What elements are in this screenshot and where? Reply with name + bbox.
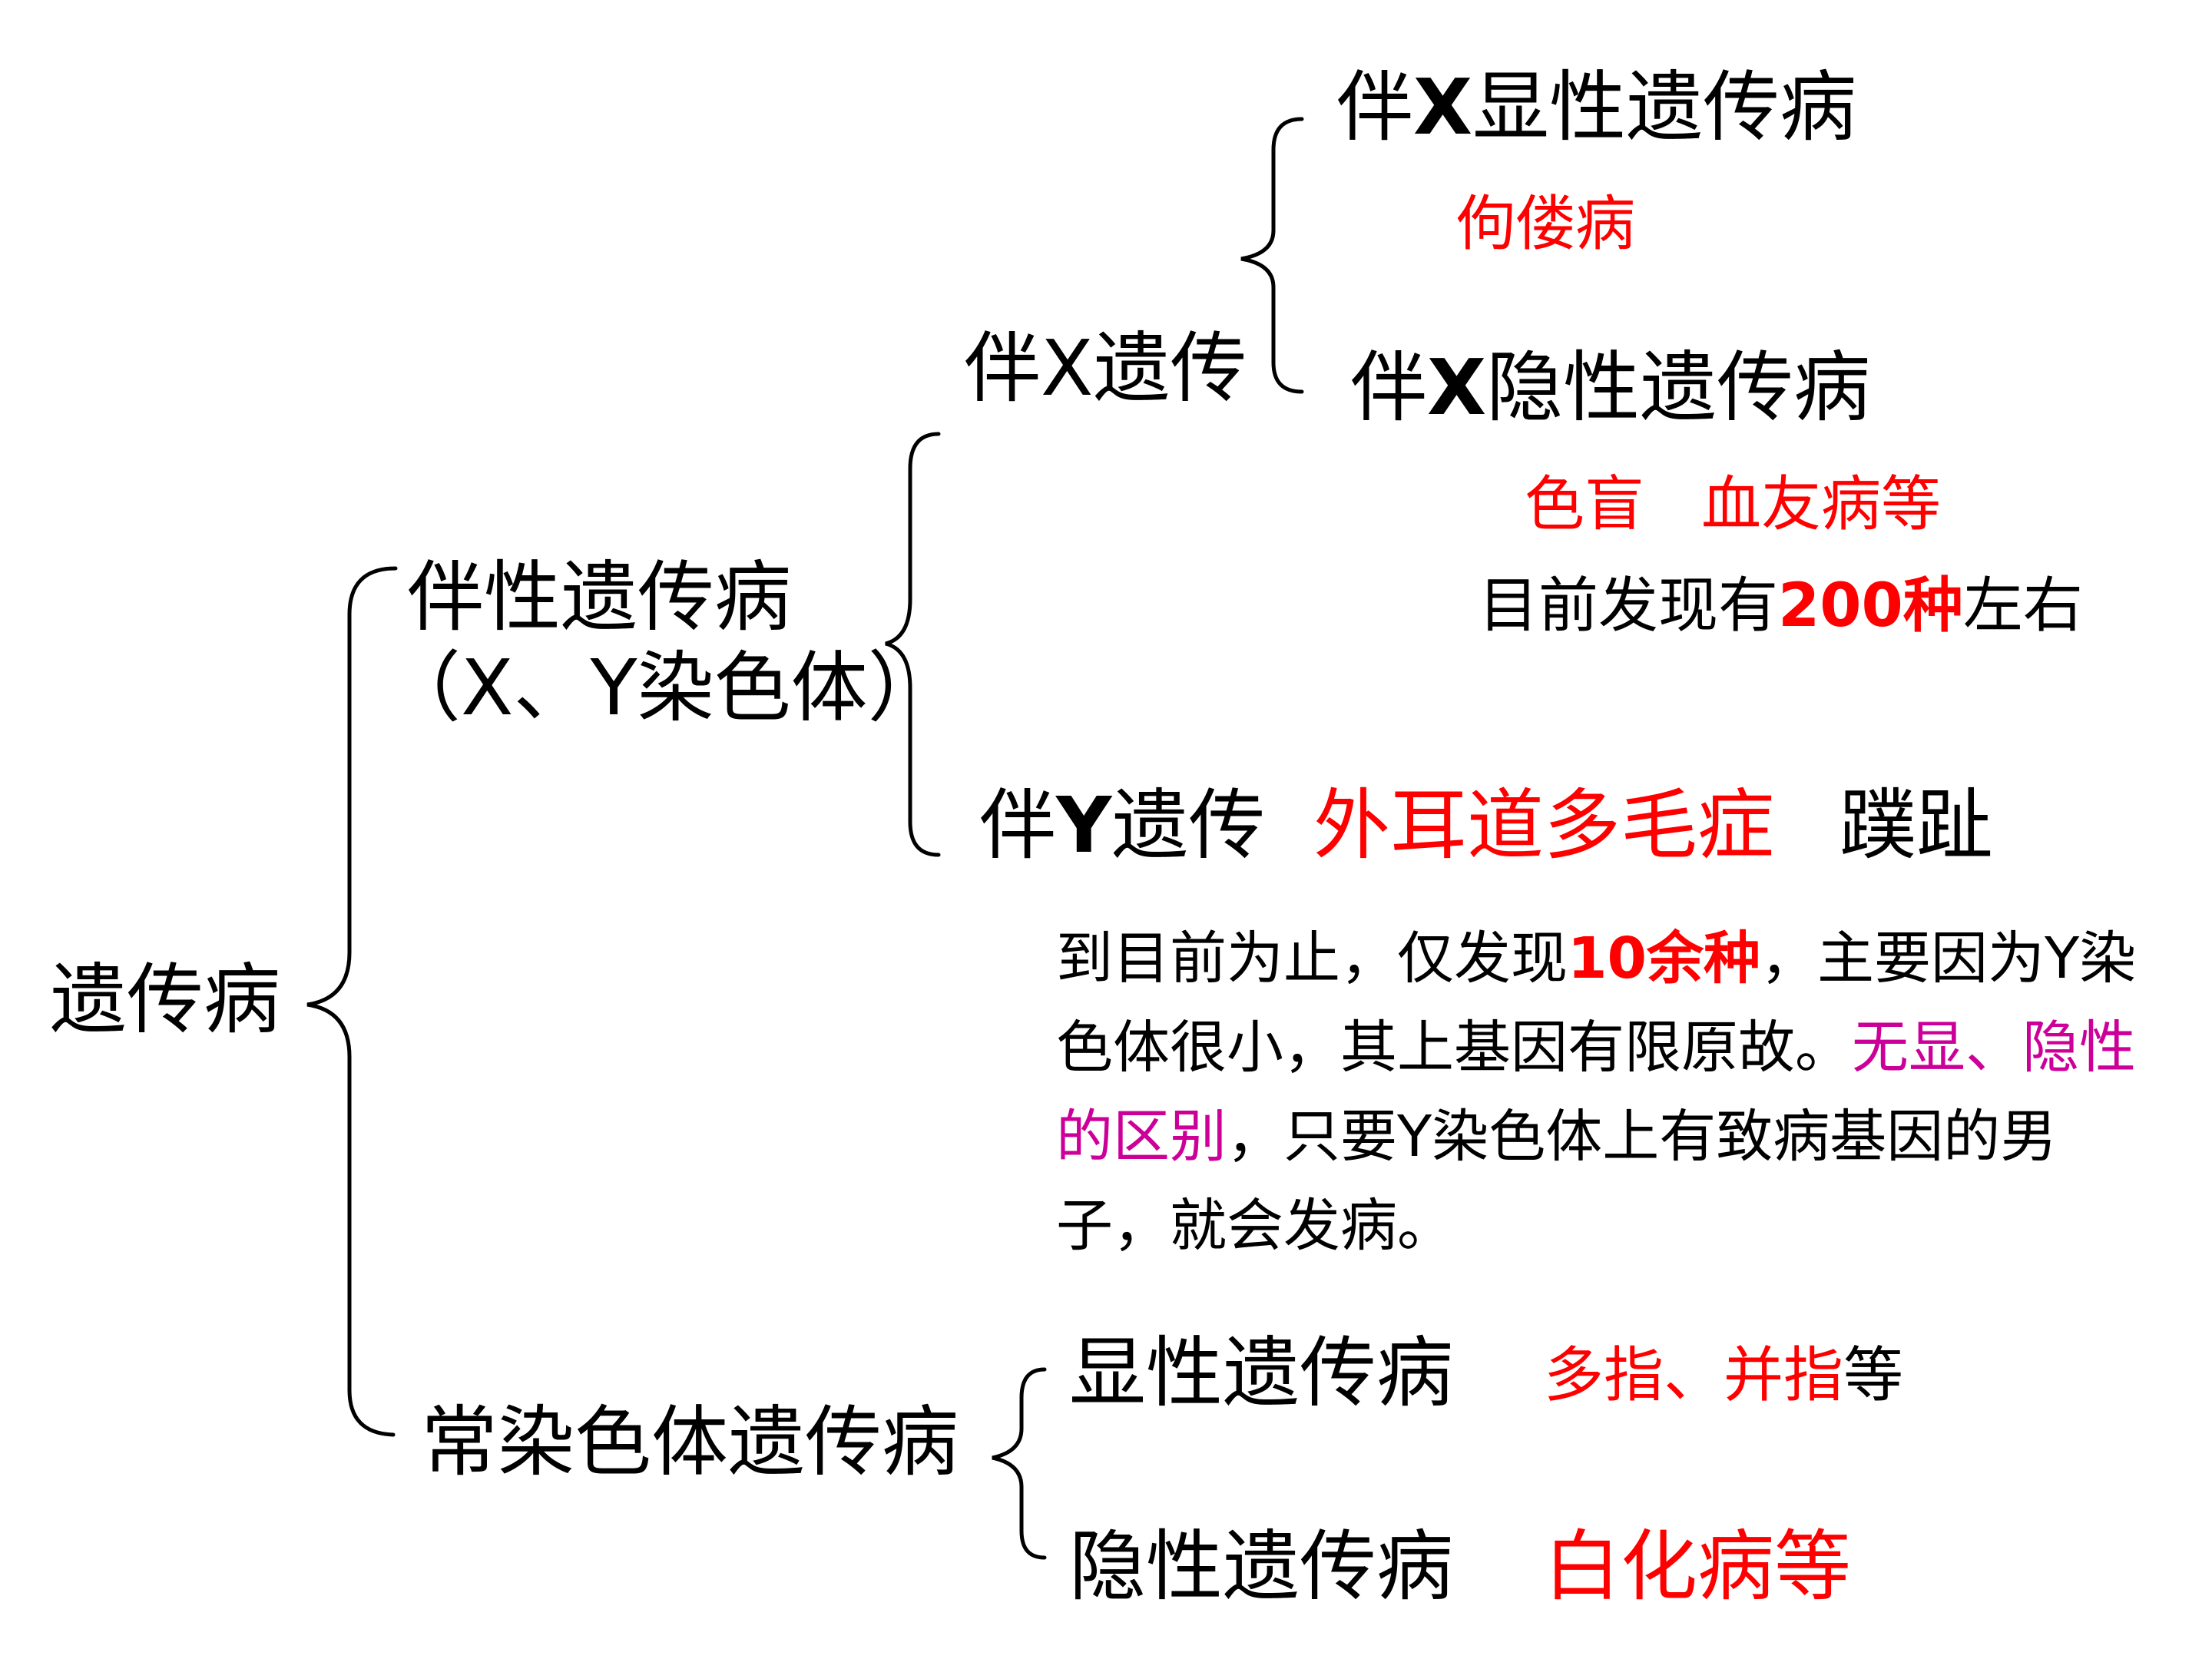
x-dominant-label: 伴X显性遗传病 bbox=[1336, 62, 1857, 152]
sex-linked-brace bbox=[885, 432, 941, 857]
autosomal-title: 常染色体遗传病 bbox=[421, 1397, 959, 1487]
x-recessive-example-1: 色盲 bbox=[1525, 470, 1645, 539]
autosomal-dominant-label: 显性遗传病 bbox=[1069, 1328, 1453, 1418]
x-linked-brace bbox=[1240, 117, 1304, 394]
autosomal-recessive-example: 白化病等 bbox=[1544, 1522, 1851, 1611]
root-label: 遗传病 bbox=[50, 955, 280, 1045]
y-example-2: 蹼趾 bbox=[1839, 780, 1993, 870]
y-linked-title: 伴Y遗传 bbox=[979, 780, 1266, 870]
sex-linked-subtitle: （X、Y染色体） bbox=[384, 643, 945, 733]
y-linked-note: 到目前为止，仅发现10余种，主要因为Y染色体很小，其上基因有限原故。无显、隐性的… bbox=[1056, 926, 2137, 1259]
x-linked-title: 伴X遗传 bbox=[964, 323, 1247, 413]
root-brace bbox=[306, 566, 398, 1437]
autosomal-brace bbox=[992, 1367, 1047, 1560]
x-count-note: 目前发现有200种左右 bbox=[1479, 571, 2083, 641]
x-recessive-example-2: 血友病等 bbox=[1701, 470, 1942, 539]
autosomal-dominant-example: 多指、并指等 bbox=[1544, 1341, 1904, 1410]
x-recessive-label: 伴X隐性遗传病 bbox=[1350, 343, 1871, 432]
y-example-1: 外耳道多毛症 bbox=[1313, 780, 1774, 870]
x-dominant-example: 佝偻病 bbox=[1455, 190, 1636, 259]
autosomal-recessive-label: 隐性遗传病 bbox=[1069, 1522, 1453, 1611]
sex-linked-title: 伴性遗传病 bbox=[407, 552, 791, 642]
